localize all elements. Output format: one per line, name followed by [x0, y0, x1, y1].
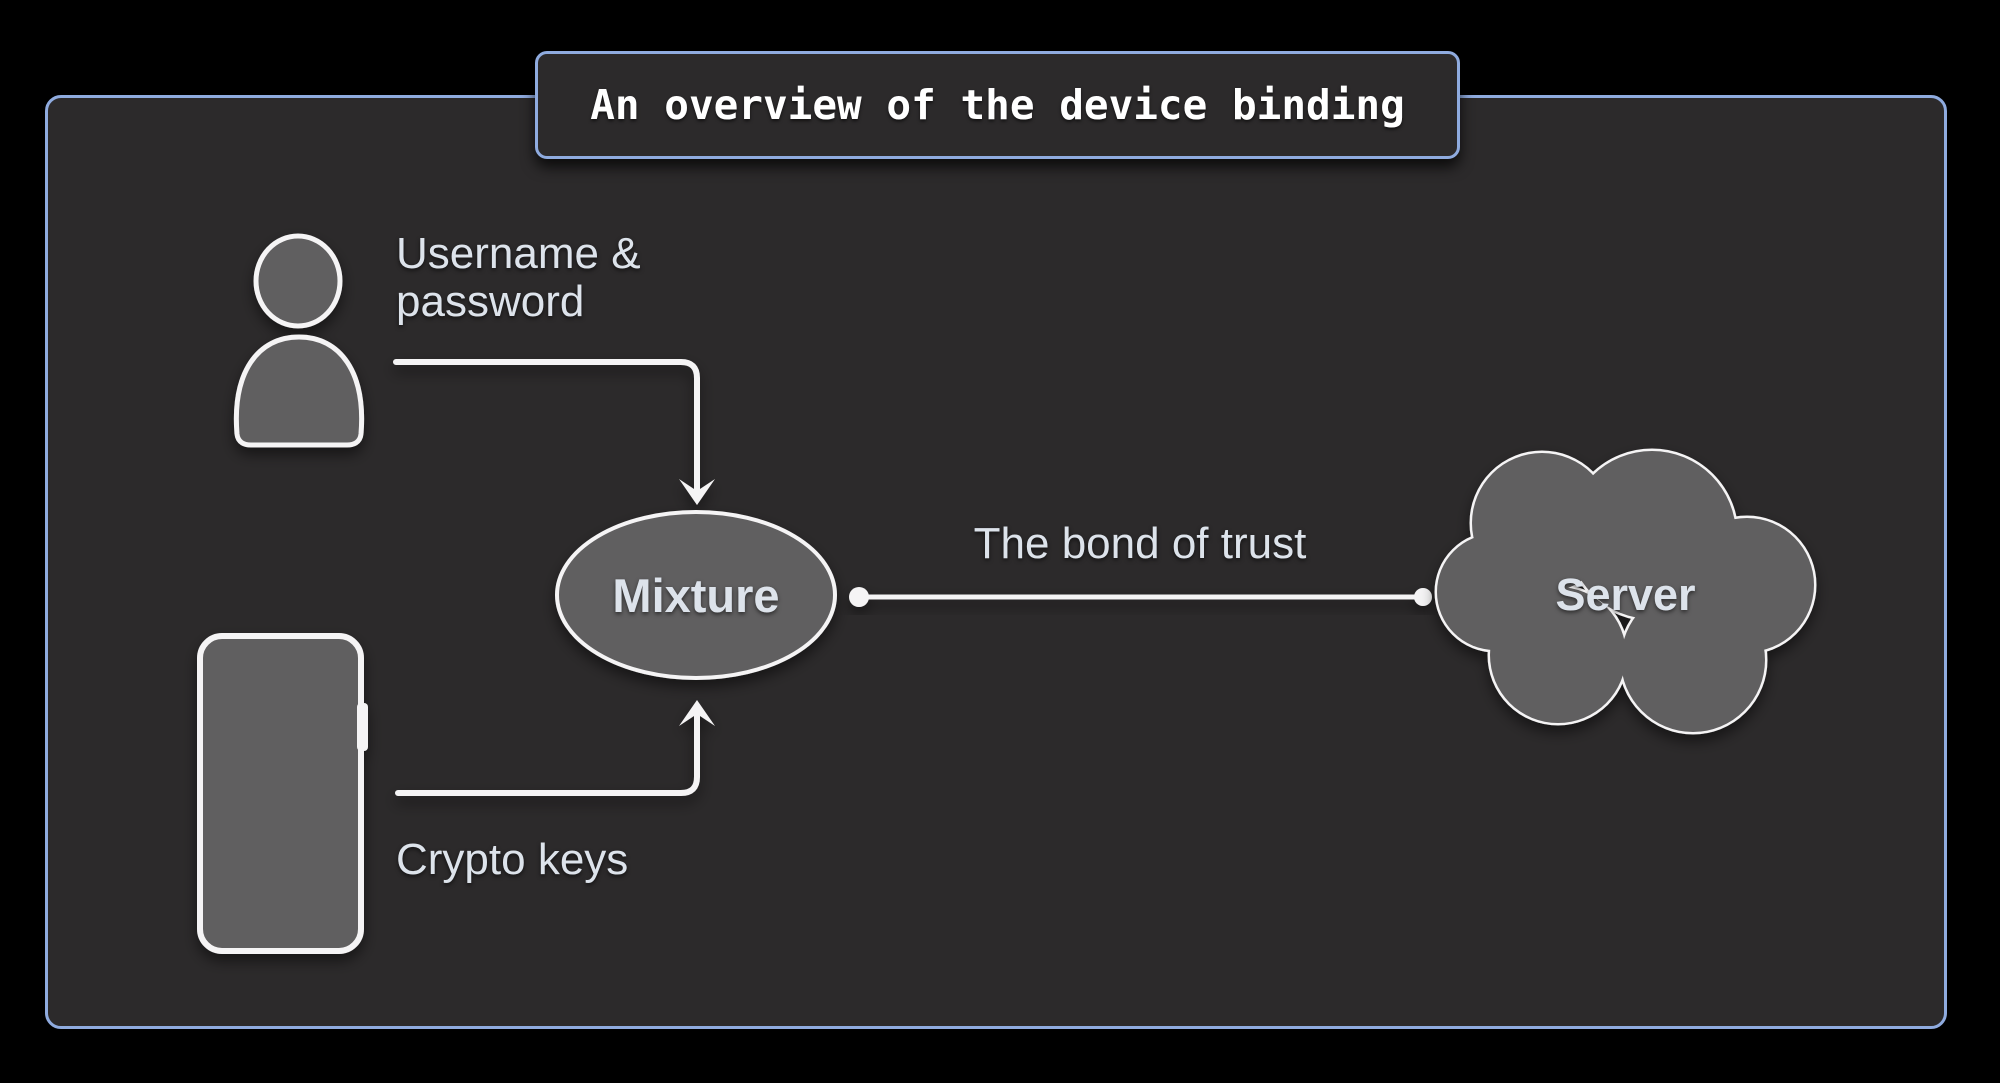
- username-password-label: Username & password: [396, 229, 641, 326]
- server-node-label: Server: [1555, 568, 1696, 620]
- crypto-keys-label: Crypto keys: [396, 835, 629, 884]
- mixture-node-label: Mixture: [612, 568, 780, 622]
- bond-of-trust-label: The bond of trust: [973, 519, 1307, 568]
- diagram-title-box: An overview of the device binding: [535, 51, 1460, 159]
- diagram-title: An overview of the device binding: [590, 81, 1405, 129]
